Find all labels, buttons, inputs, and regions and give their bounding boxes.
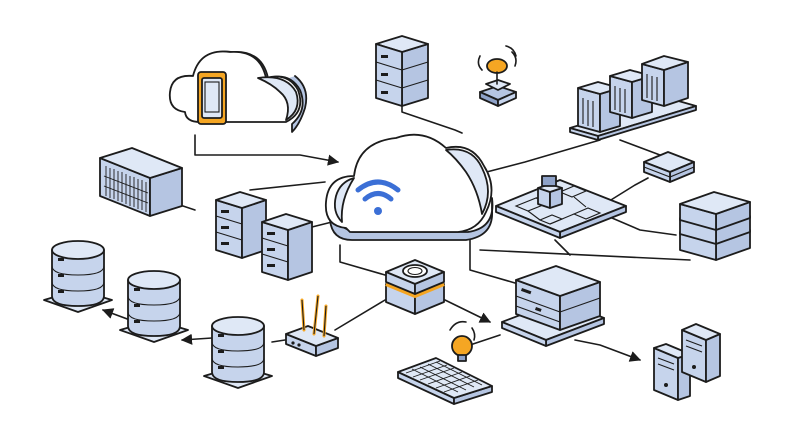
- network-hub-board-icon: [495, 175, 627, 239]
- single-drive-icon: [643, 151, 695, 183]
- database-icon: [203, 316, 273, 389]
- cloud-with-tablet-icon: [168, 50, 308, 133]
- twin-server-icon: [215, 191, 313, 281]
- keyboard-icon: [397, 357, 493, 405]
- stacked-drives-icon: [679, 191, 751, 261]
- wifi-symbol: [355, 179, 401, 215]
- satellite-dish-icon: [477, 45, 517, 107]
- database-icon: [119, 270, 189, 343]
- server-rack-icon: [375, 35, 429, 107]
- connector-lines: [101, 99, 691, 362]
- server-cluster-icon: [569, 55, 697, 141]
- processor-chip-icon: [385, 259, 445, 315]
- server-tower-icon: [501, 265, 605, 347]
- wifi-router-icon: [285, 294, 339, 357]
- desktop-tower-pair-icon: [653, 323, 721, 401]
- central-cloud-wifi-icon: [324, 133, 494, 241]
- database-icon: [43, 240, 113, 313]
- ventilated-box-icon: [99, 147, 183, 217]
- lightbulb-icon: [449, 320, 476, 362]
